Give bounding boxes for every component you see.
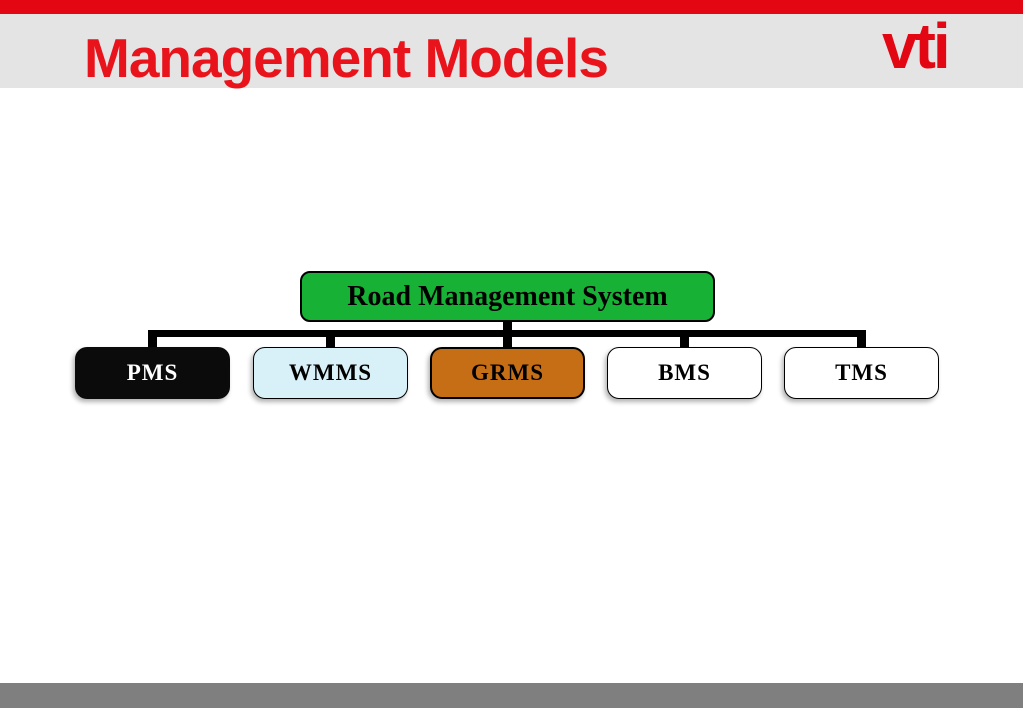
connector-stub-wmms	[326, 334, 335, 349]
header-band	[0, 14, 1023, 88]
node-wmms: WMMS	[253, 347, 408, 399]
node-label: TMS	[835, 360, 888, 385]
node-label: GRMS	[471, 360, 544, 385]
connector-horizontal-line	[148, 330, 866, 337]
connector-root-stub	[503, 318, 512, 332]
node-label: WMMS	[288, 360, 373, 385]
top-red-bar	[0, 0, 1023, 14]
node-road-management-system: Road Management System	[300, 271, 715, 322]
connector-stub-bms	[680, 334, 689, 349]
node-label: Road Management System	[347, 280, 668, 312]
connector-stub-tms	[857, 334, 866, 349]
node-tms: TMS	[784, 347, 939, 399]
vti-logo: vti	[882, 10, 951, 82]
footer-gray-bar	[0, 683, 1023, 708]
connector-stub-grms	[503, 334, 512, 349]
connector-stub-pms	[148, 334, 157, 349]
node-bms: BMS	[607, 347, 762, 399]
node-grms: GRMS	[430, 347, 585, 399]
node-label: PMS	[126, 360, 179, 385]
slide-title: Management Models	[84, 27, 609, 89]
node-label: BMS	[658, 360, 711, 385]
node-pms: PMS	[75, 347, 230, 399]
